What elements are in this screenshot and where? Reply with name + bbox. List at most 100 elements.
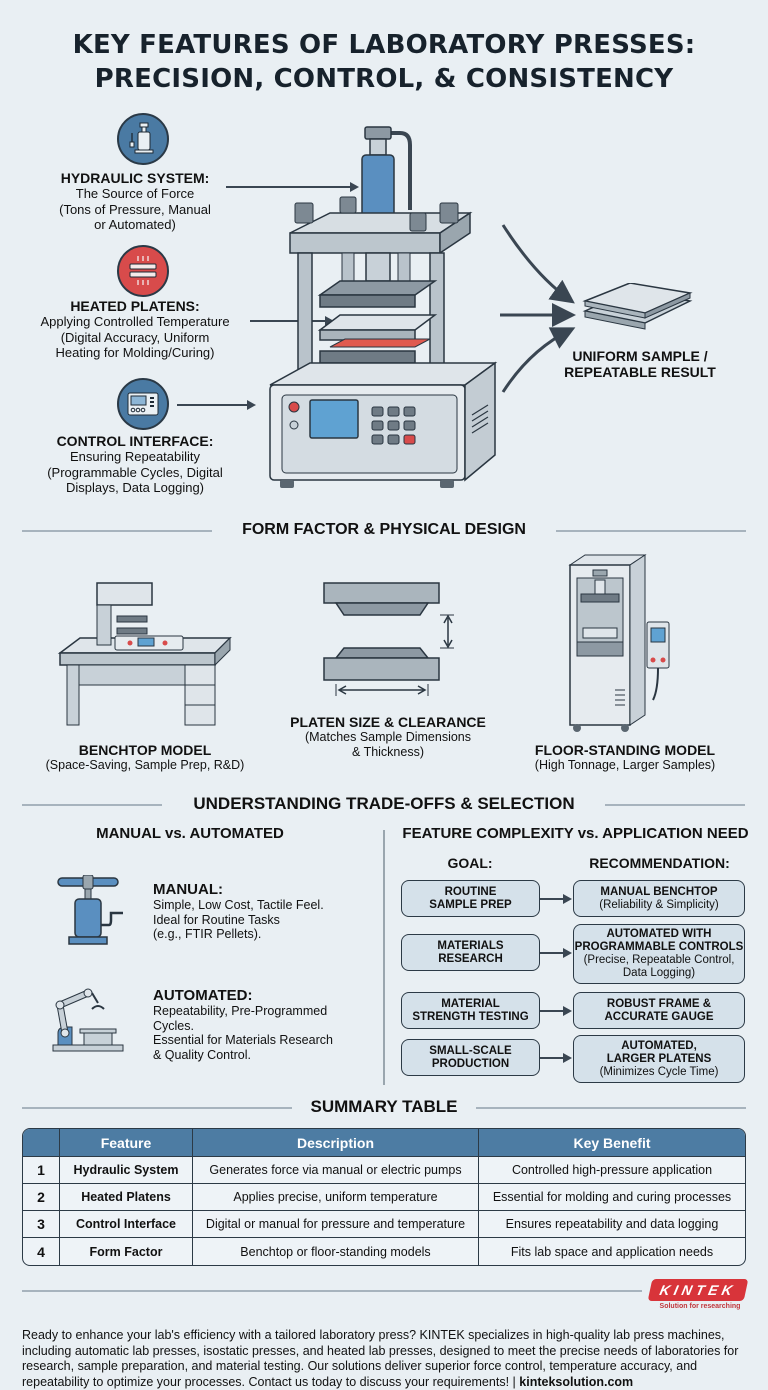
- callout-line: Heating for Molding/Curing): [55, 345, 215, 360]
- rec-line: AUTOMATED,: [621, 1039, 697, 1052]
- goal-line: MATERIAL: [441, 997, 500, 1010]
- cell-description: Applies precise, uniform temperature: [193, 1184, 479, 1211]
- callout-heading: HYDRAULIC SYSTEM:: [60, 170, 210, 186]
- header-key-benefit: Key Benefit: [479, 1129, 745, 1157]
- cell-description: Benchtop or floor-standing models: [193, 1238, 479, 1265]
- arrow-icon: [247, 400, 256, 410]
- title-line-2: PRECISION, CONTROL, & CONSISTENCY: [94, 64, 674, 94]
- callout-line: (Programmable Cycles, Digital: [47, 464, 223, 480]
- callout-line: or Automated): [94, 217, 176, 232]
- header-description: Description: [193, 1129, 479, 1157]
- footer-cta: Ready to enhance your lab's efficiency w…: [22, 1328, 750, 1390]
- cell-index: 4: [23, 1238, 60, 1265]
- recommendation-card-robust-frame: ROBUST FRAME & ACCURATE GAUGE: [573, 992, 745, 1029]
- mode-line: Essential for Materials Research: [153, 1033, 333, 1047]
- manual-jack-icon: [55, 874, 135, 950]
- control-panel-icon: [117, 378, 169, 430]
- goal-header: GOAL:: [447, 855, 493, 871]
- divider: [22, 1107, 292, 1109]
- caption-heading: PLATEN SIZE & CLEARANCE: [290, 714, 486, 730]
- robot-arm-icon: [50, 985, 125, 1055]
- section-summary-table: SUMMARY TABLE: [0, 1097, 768, 1117]
- caption-line: (High Tonnage, Larger Samples): [534, 758, 716, 772]
- rec-subline: (Reliability & Simplicity): [599, 898, 719, 911]
- table-row: 1 Hydraulic System Generates force via m…: [23, 1157, 745, 1184]
- table-row: 3 Control Interface Digital or manual fo…: [23, 1211, 745, 1238]
- divider: [22, 530, 212, 532]
- rec-line: AUTOMATED WITH: [606, 928, 712, 940]
- leader-line: [250, 320, 325, 322]
- uniform-sample-icon: [580, 282, 700, 338]
- floor-standing-model-illustration: [565, 550, 695, 735]
- caption-line: & Thickness): [351, 745, 424, 759]
- goal-line: PRODUCTION: [431, 1057, 510, 1070]
- benchtop-model-caption: BENCHTOP MODEL (Space-Saving, Sample Pre…: [25, 742, 265, 773]
- goal-line: ROUTINE: [444, 885, 497, 898]
- manual-vs-automated-title: MANUAL vs. AUTOMATED: [96, 825, 284, 842]
- recommendation-card-automated-programmable: AUTOMATED WITH PROGRAMMABLE CONTROLS (Pr…: [573, 924, 745, 984]
- cell-description: Generates force via manual or electric p…: [193, 1157, 479, 1184]
- table-row: 4 Form Factor Benchtop or floor-standing…: [23, 1238, 745, 1265]
- feature-complexity-title: FEATURE COMPLEXITY vs. APPLICATION NEED: [402, 825, 749, 842]
- rec-line: LARGER PLATENS: [606, 1052, 712, 1065]
- caption-line: (Matches Sample Dimensions: [304, 730, 472, 744]
- cell-key-benefit: Fits lab space and application needs: [510, 1244, 714, 1259]
- section-title: FORM FACTOR & PHYSICAL DESIGN: [232, 521, 536, 539]
- rec-line: ROBUST FRAME &: [606, 997, 712, 1010]
- callout-line: Displays, Data Logging): [65, 480, 205, 495]
- mode-line: & Quality Control.: [153, 1047, 251, 1062]
- footer-separator: |: [512, 1374, 520, 1389]
- cell-feature: Hydraulic System: [60, 1157, 193, 1184]
- cell-feature: Form Factor: [60, 1238, 193, 1265]
- cell-feature: Heated Platens: [60, 1184, 193, 1211]
- divider: [556, 530, 746, 532]
- callout-line: Ensuring Repeatability: [69, 449, 201, 464]
- caption-line: (Space-Saving, Sample Prep, R&D): [45, 758, 245, 772]
- cell-description: Digital or manual for pressure and tempe…: [193, 1211, 479, 1238]
- platen-size-caption: PLATEN SIZE & CLEARANCE (Matches Sample …: [278, 714, 498, 760]
- callout-line: The Source of Force: [75, 186, 195, 201]
- rec-line: PROGRAMMABLE CONTROLS: [574, 941, 744, 953]
- divider: [476, 1107, 746, 1109]
- column-divider: [383, 830, 385, 1085]
- mode-line: (e.g., FTIR Pellets).: [153, 927, 262, 941]
- callout-line: (Digital Accuracy, Uniform: [60, 329, 210, 345]
- result-line: REPEATABLE RESULT: [564, 364, 716, 380]
- rec-subline: (Minimizes Cycle Time): [599, 1065, 719, 1078]
- section-form-factor: FORM FACTOR & PHYSICAL DESIGN: [0, 521, 768, 539]
- callout-heading: HEATED PLATENS:: [70, 298, 200, 314]
- table-header-row: Feature Description Key Benefit: [23, 1129, 745, 1157]
- leader-line: [177, 404, 247, 406]
- arrow-icon: [325, 316, 334, 326]
- leader-line: [540, 952, 564, 954]
- recommendation-card-automated-larger-platens: AUTOMATED, LARGER PLATENS (Minimizes Cyc…: [573, 1035, 745, 1083]
- caption-heading: FLOOR-STANDING MODEL: [534, 742, 716, 758]
- goal-line: SMALL-SCALE: [429, 1044, 512, 1057]
- goal-card-routine-sample-prep: ROUTINE SAMPLE PREP: [401, 880, 540, 917]
- automated-mode-description: AUTOMATED: Repeatability, Pre-Programmed…: [153, 987, 373, 1062]
- section-title: SUMMARY TABLE: [300, 1097, 468, 1117]
- kintek-logo: KINTEK: [647, 1279, 749, 1301]
- recommendation-card-manual-benchtop: MANUAL BENCHTOP (Reliability & Simplicit…: [573, 880, 745, 917]
- divider: [22, 804, 162, 806]
- cell-key-benefit: Controlled high-pressure application: [479, 1157, 745, 1184]
- mode-heading: AUTOMATED:: [153, 987, 253, 1004]
- recommendation-header: RECOMMENDATION:: [589, 855, 730, 871]
- cell-index: 3: [23, 1211, 60, 1238]
- callout-heated-platens: HEATED PLATENS: Applying Controlled Temp…: [10, 298, 260, 361]
- cell-key-benefit: Essential for molding and curing process…: [479, 1184, 745, 1211]
- cell-index: 2: [23, 1184, 60, 1211]
- page-title: KEY FEATURES OF LABORATORY PRESSES: PREC…: [0, 28, 768, 96]
- goal-card-materials-research: MATERIALS RESEARCH: [401, 934, 540, 971]
- summary-table: Feature Description Key Benefit 1 Hydrau…: [22, 1128, 746, 1266]
- hydraulic-cylinder-icon: [117, 113, 169, 165]
- kintek-tagline: Solution for researching: [659, 1303, 741, 1310]
- callout-line: (Tons of Pressure, Manual: [59, 201, 211, 217]
- uniform-sample-label: UNIFORM SAMPLE / REPEATABLE RESULT: [555, 348, 725, 380]
- arrow-icon: [563, 894, 572, 904]
- arrow-icon: [350, 182, 359, 192]
- callout-line: Applying Controlled Temperature: [40, 314, 230, 329]
- footer-link[interactable]: kinteksolution.com: [519, 1374, 634, 1389]
- goal-line: MATERIALS: [437, 939, 504, 952]
- divider: [605, 804, 745, 806]
